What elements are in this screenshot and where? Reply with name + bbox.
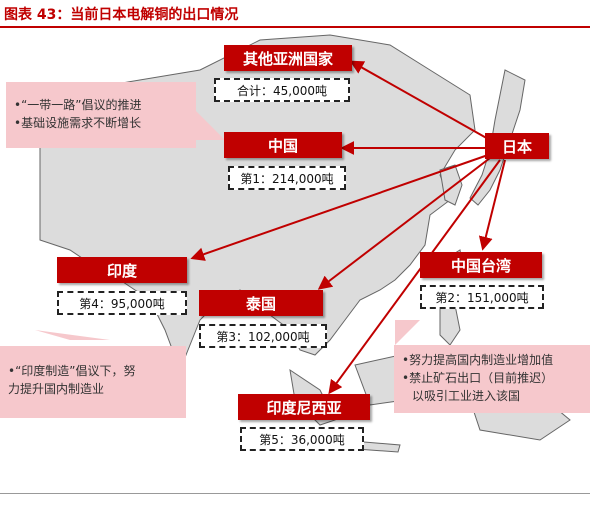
value-box-thailand: 第3：102,000吨 (199, 324, 327, 348)
callout-pointer-indonesia (395, 320, 420, 345)
callout-indonesia-line-1: •努力提高国内制造业增加值 (402, 353, 554, 367)
value-box-taiwan: 第2：151,000吨 (420, 285, 544, 309)
footer-rule (0, 493, 590, 494)
value-box-other-asia: 合计：45,000吨 (214, 78, 350, 102)
region-label-indonesia: 印度尼西亚 (238, 394, 370, 420)
origin-label-japan: 日本 (485, 133, 549, 159)
callout-india-line-2: 力提升国内制造业 (8, 382, 105, 396)
callout-china-note: •“一带一路”倡议的推进 •基础设施需求不断增长 (6, 82, 196, 148)
callout-india-line-1: •“印度制造”倡议下，努 (8, 364, 136, 378)
callout-indonesia-line-3: 以吸引工业进入该国 (412, 389, 521, 403)
arrow-to-india (190, 154, 489, 261)
korea-shape (439, 164, 463, 206)
callout-indonesia-note: •努力提高国内制造业增加值 •禁止矿石出口（目前推迟） 以吸引工业进入该国 (394, 345, 590, 413)
value-box-china: 第1：214,000吨 (228, 166, 346, 190)
arrow-to-other-asia (349, 60, 491, 141)
callout-indonesia-line-2: •禁止矿石出口（目前推迟） (402, 371, 554, 385)
region-label-china: 中国 (224, 132, 342, 158)
arrow-to-taiwan (478, 159, 506, 251)
value-box-india: 第4：95,000吨 (57, 291, 187, 315)
callout-china-line-1: •“一带一路”倡议的推进 (14, 98, 142, 112)
region-label-thailand: 泰国 (199, 290, 323, 316)
arrow-to-indonesia (328, 159, 501, 395)
callout-pointer-china (195, 110, 225, 140)
callout-india-note: •“印度制造”倡议下，努 力提升国内制造业 (0, 346, 186, 418)
region-label-other-asia: 其他亚洲国家 (224, 45, 352, 71)
callout-china-line-2: •基础设施需求不断增长 (14, 116, 142, 130)
value-box-indonesia: 第5：36,000吨 (240, 427, 364, 451)
arrow-to-thailand (317, 157, 491, 290)
title-rule (0, 26, 590, 28)
region-label-india: 印度 (57, 257, 187, 283)
callout-pointer-india (35, 330, 110, 340)
chart-title: 图表 43：当前日本电解铜的出口情况 (4, 7, 239, 23)
region-label-taiwan: 中国台湾 (420, 252, 542, 278)
